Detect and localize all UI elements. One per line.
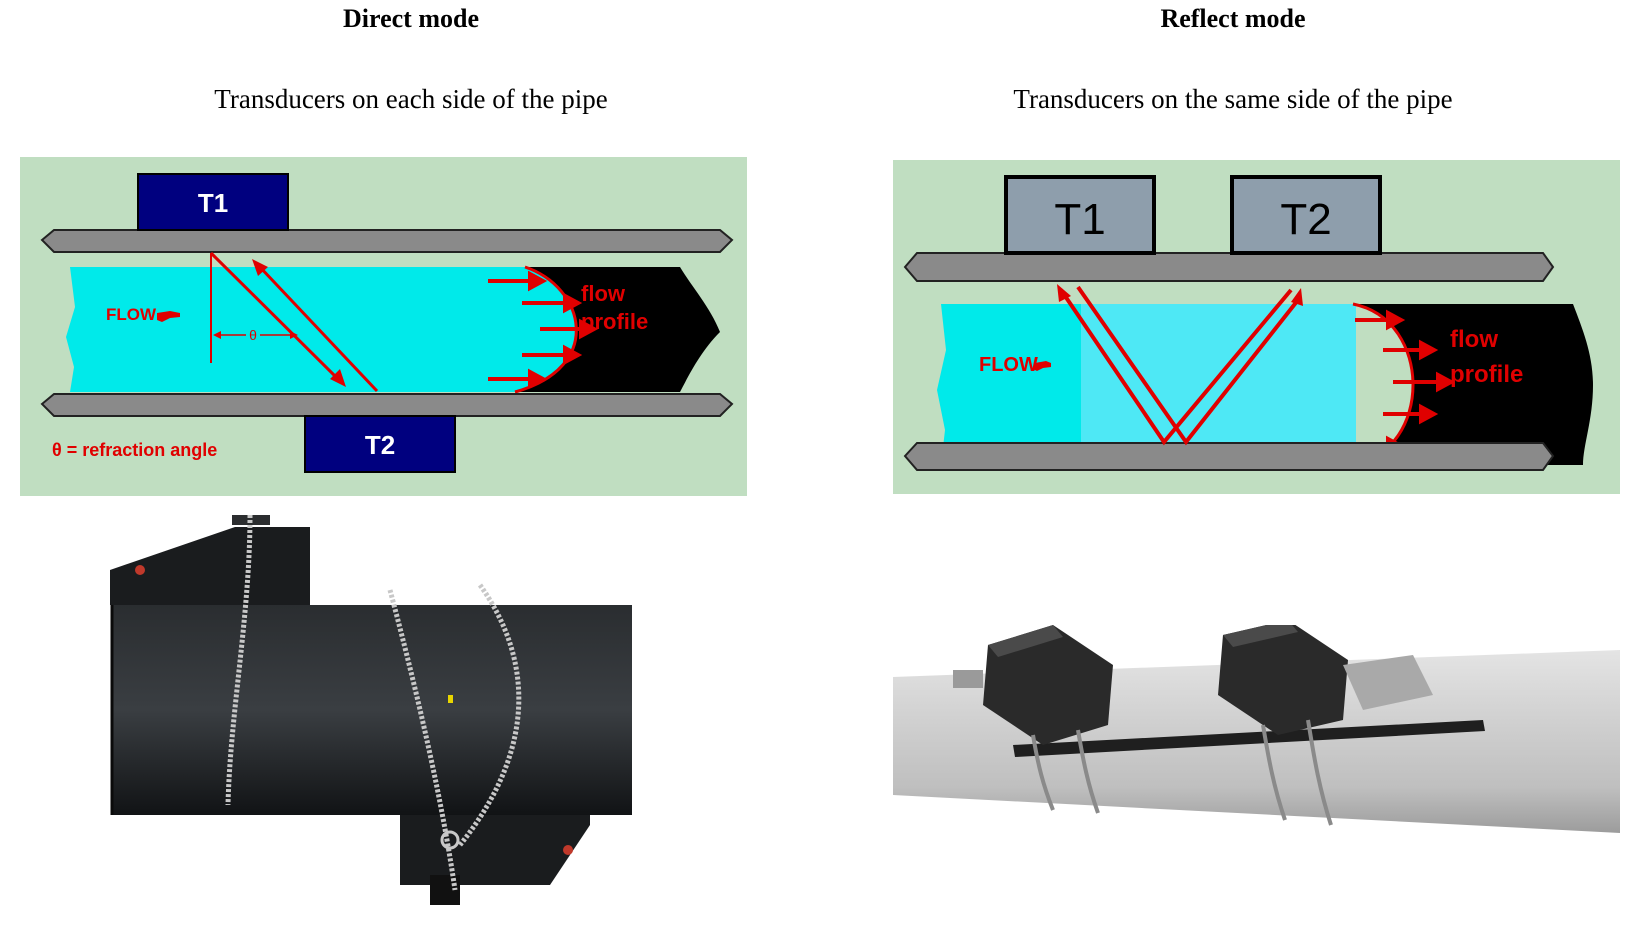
- reflect-mode-subtitle: Transducers on the same side of the pipe: [1013, 84, 1453, 114]
- refraction-angle-note: θ = refraction angle: [52, 440, 217, 460]
- theta-arrow-left: [213, 331, 221, 339]
- beam-arrowhead-right: [1291, 288, 1303, 306]
- pipe-wall-bottom: [903, 442, 1555, 471]
- flow-label: FLOW: [979, 354, 1038, 376]
- signal-path-up: [256, 263, 379, 393]
- strap-bands: [1031, 719, 1333, 826]
- transducer-t2-label: T2: [1280, 195, 1331, 244]
- pipe-wall-top: [40, 229, 734, 253]
- pipe-wall-top: [903, 252, 1555, 282]
- pipe-wall-bottom: [40, 393, 734, 417]
- direct-mode-photo: [110, 515, 632, 905]
- reflect-mode-title: Reflect mode: [1160, 4, 1306, 33]
- transducer-housing-2: [1218, 625, 1433, 735]
- fluid-beam-region: [1081, 304, 1356, 465]
- signal-path-down: [209, 251, 343, 384]
- transducer-t2-label: T2: [365, 430, 395, 460]
- transducer-t1-label: T1: [198, 188, 228, 218]
- reflect-beam-paths: [1059, 285, 1300, 446]
- black-pipe: [112, 605, 632, 815]
- lower-transducer-block: [400, 815, 590, 885]
- transducer-t2: [1230, 175, 1382, 255]
- reflect-mode-panel: Reflect mode Transducers on the same sid…: [822, 0, 1644, 947]
- pointing-hand-icon: [1033, 361, 1051, 371]
- flow-label: FLOW: [106, 305, 157, 324]
- signal-arrowhead-down: [330, 369, 346, 387]
- transducer-t1: [137, 173, 289, 231]
- direct-mode-title: Direct mode: [343, 4, 479, 33]
- flow-profile-label-line2: profile: [581, 309, 648, 334]
- transducer-t1: [1004, 175, 1156, 255]
- reflect-mode-photo: [893, 625, 1620, 833]
- fluid-area: [66, 267, 660, 392]
- lower-red-knob: [563, 845, 573, 855]
- theta-label: θ: [249, 327, 257, 343]
- flow-profile-label-line1: flow: [1450, 326, 1498, 353]
- profile-arrows: [488, 270, 599, 390]
- mounting-rail: [1013, 720, 1485, 757]
- direct-mode-diagram: T1 T2 θ FLOW flow profile θ = refraction…: [20, 157, 747, 496]
- transducer-t1-label: T1: [1054, 195, 1105, 244]
- reflect-mode-diagram: T1 T2 FLOW flow profile: [893, 160, 1620, 494]
- yellow-mark: [448, 695, 453, 703]
- chain-hook: [440, 830, 460, 850]
- upper-bracket: [232, 515, 270, 525]
- theta-label-bg: [246, 327, 260, 343]
- transducer-housing-1: [953, 625, 1113, 745]
- signal-arrowhead-up: [252, 259, 268, 276]
- upper-red-knob: [135, 565, 145, 575]
- upper-transducer-block: [110, 527, 310, 605]
- flow-profile-label-line2: profile: [1450, 361, 1523, 388]
- beam-arrowhead-left: [1057, 284, 1071, 302]
- flow-profile-label-line1: flow: [581, 281, 626, 306]
- transducer-t2: [304, 415, 456, 473]
- direct-mode-panel: Direct mode Transducers on each side of …: [20, 4, 747, 905]
- flow-profile-shape: [1353, 304, 1593, 465]
- theta-arrow-right: [290, 331, 298, 339]
- direct-mode-subtitle: Transducers on each side of the pipe: [214, 84, 608, 114]
- pointing-hand-icon: [157, 311, 180, 322]
